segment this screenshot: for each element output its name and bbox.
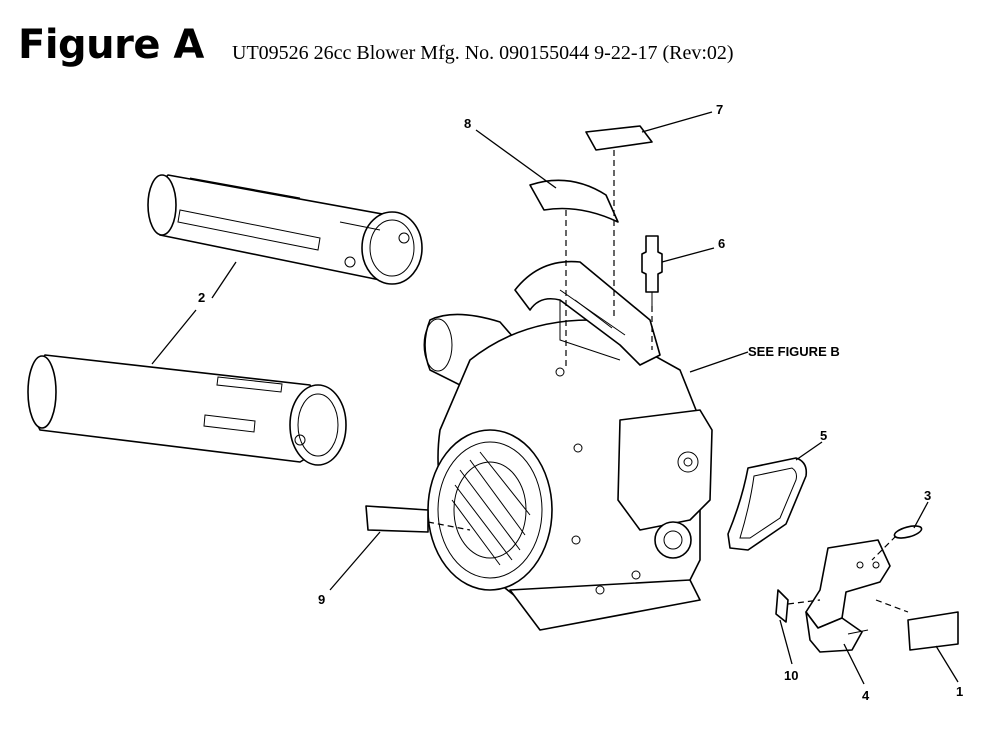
label-1 xyxy=(907,611,959,651)
figure-title: Figure A xyxy=(18,22,204,68)
callout-7: 7 xyxy=(716,102,723,117)
figure-subtitle: UT09526 26cc Blower Mfg. No. 090155044 9… xyxy=(232,42,734,64)
upper-blower-tube xyxy=(147,174,423,285)
label-10 xyxy=(775,589,789,623)
gasket-5 xyxy=(727,457,808,551)
assembly-guide-lines xyxy=(427,150,909,613)
washer-3 xyxy=(893,525,923,539)
spark-plug xyxy=(641,235,663,306)
callout-6: 6 xyxy=(718,236,725,251)
label-9 xyxy=(365,505,429,533)
lower-blower-tube xyxy=(27,354,347,466)
label-7 xyxy=(585,125,653,151)
callout-3: 3 xyxy=(924,488,931,503)
callout-4: 4 xyxy=(862,688,870,703)
callout-1: 1 xyxy=(956,684,963,699)
leader-lines xyxy=(151,111,959,685)
callout-see-figure-b: SEE FIGURE B xyxy=(748,344,840,359)
callout-5: 5 xyxy=(820,428,827,443)
callout-2: 2 xyxy=(198,290,205,305)
cover-4 xyxy=(805,539,891,653)
label-8 xyxy=(529,179,619,223)
blower-body xyxy=(423,260,713,631)
callout-10: 10 xyxy=(784,668,798,683)
callout-9: 9 xyxy=(318,592,325,607)
callout-8: 8 xyxy=(464,116,471,131)
